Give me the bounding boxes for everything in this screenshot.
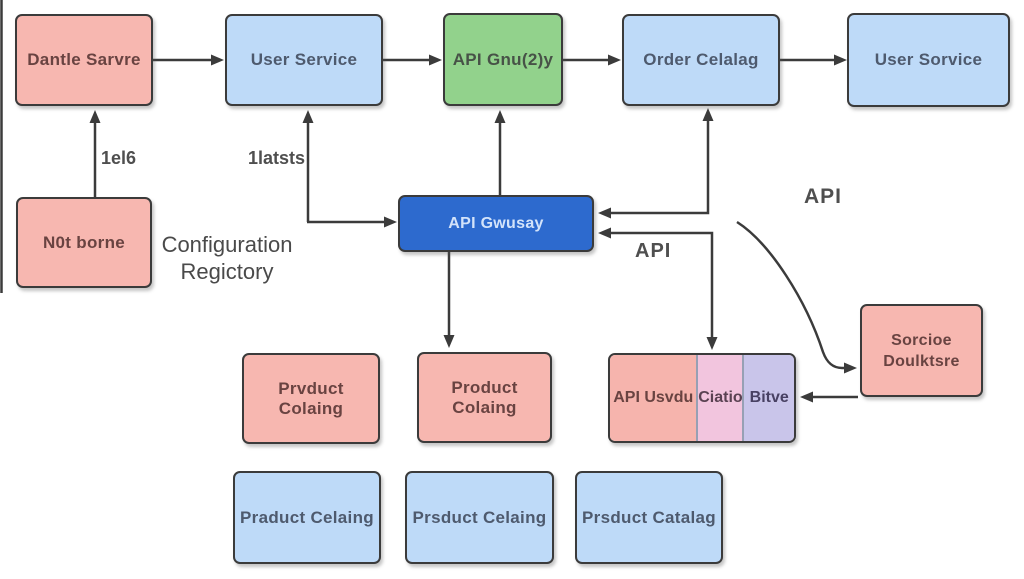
segment-label: Ciatio	[698, 389, 743, 406]
arrowhead-up	[702, 108, 714, 121]
node-label-line2: Doulktsre	[883, 352, 960, 370]
arrowhead-right	[844, 362, 857, 374]
arrowhead-right	[211, 54, 224, 66]
config-line-1: Configuration	[161, 232, 293, 257]
node-label: Product Colaing	[451, 377, 518, 417]
node-label: User Service	[250, 50, 358, 69]
node-label: Prsduct Celaing	[412, 507, 547, 527]
segment-label: Bitve	[749, 389, 789, 406]
arrowhead-right	[608, 54, 621, 66]
node-label: User Sorvice	[874, 50, 983, 69]
segment-ciatio: Ciatio	[696, 355, 743, 441]
arrowhead-down	[706, 337, 718, 350]
node-order-catalog: Order Celalag	[622, 14, 780, 106]
arrowhead-up	[494, 110, 506, 123]
segment-label: API Usvdu	[613, 389, 694, 406]
node-label: Order Celalag	[643, 50, 759, 69]
node-user-service: User Service	[225, 14, 383, 106]
node-dantle-sarvre: Dantle Sarvre	[15, 14, 153, 106]
node-composite-segments: API Usvdu Ciatio Bitve	[608, 353, 796, 443]
node-product-catalog-blue-1: Praduct Celaing	[233, 471, 381, 564]
node-product-catalog-blue-3: Prsduct Catalag	[575, 471, 723, 564]
edge-label-mid: 1latsts	[248, 148, 306, 168]
arrowhead-right	[384, 216, 397, 228]
node-label: API Gwusay	[448, 214, 544, 232]
node-label: Praduct Celaing	[240, 507, 374, 527]
arrowhead-up	[89, 110, 101, 123]
node-user-service-2: User Sorvice	[847, 13, 1010, 107]
edge-label-left: 1el6	[101, 148, 137, 168]
node-label: API Gnu(2)y	[452, 49, 554, 69]
configuration-registry-label: Configuration Regictory	[152, 231, 302, 285]
api-label-upper: API	[804, 185, 843, 208]
segment-bitve: Bitve	[742, 355, 794, 441]
node-api-gateway-main: API Gwusay	[398, 195, 594, 252]
arrowhead-right	[834, 54, 847, 66]
node-api-gateway-green: API Gnu(2)y	[443, 13, 563, 106]
arrowhead-down	[443, 335, 455, 348]
arrowhead-left	[800, 391, 813, 403]
node-product-catalog-red-1: Prvduct Colaing	[242, 353, 380, 444]
node-label: Prvduct Colaing	[278, 378, 344, 418]
api-label-lower: API	[635, 240, 672, 262]
arrowhead-right	[429, 54, 442, 66]
segment-api-usvdu: API Usvdu	[610, 355, 697, 441]
node-product-catalog-blue-2: Prsduct Celaing	[405, 471, 554, 564]
arrowhead-left	[598, 227, 611, 239]
node-not-borne: N0t borne	[16, 197, 152, 288]
arrowhead-up	[302, 110, 314, 123]
node-label: N0t borne	[42, 232, 126, 252]
arrowhead-left	[598, 207, 611, 219]
node-product-catalog-red-2: Product Colaing	[417, 352, 552, 443]
node-service-database: Sorcioe Doulktsre	[860, 304, 983, 397]
node-label: Dantle Sarvre	[27, 50, 141, 69]
config-line-2: Regictory	[180, 259, 274, 284]
node-label: Prsduct Catalag	[582, 507, 716, 527]
node-label-line1: Sorcioe	[891, 331, 952, 349]
